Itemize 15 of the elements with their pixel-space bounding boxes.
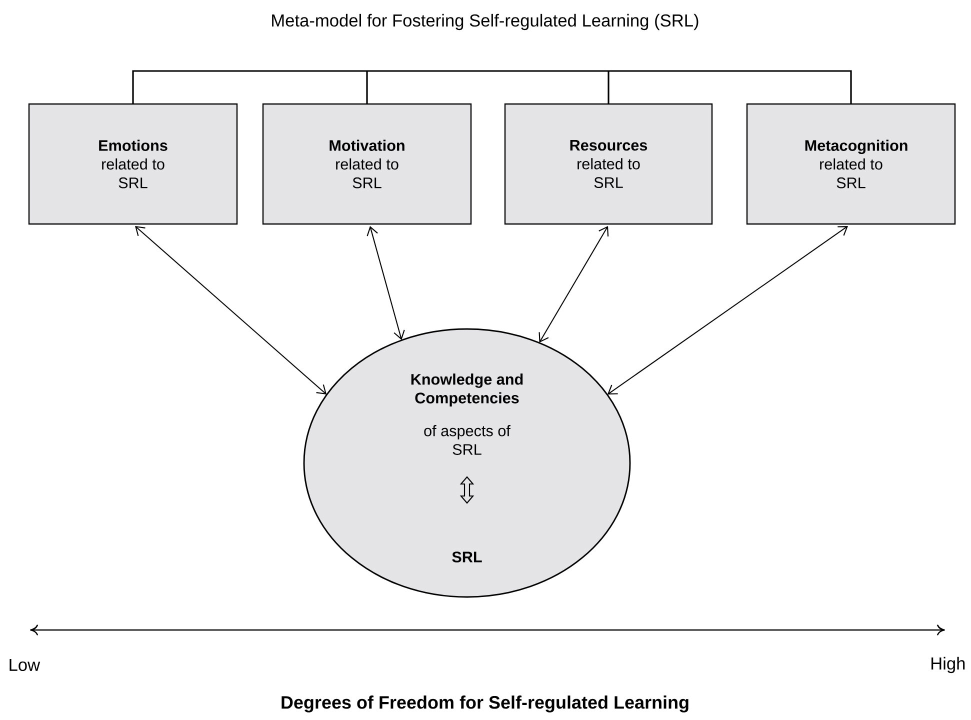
concept-box: Metacognition related to SRL [746,103,956,225]
scale-label: High [932,656,965,674]
title: Meta-model for Fostering Self-regulated Learning (SRL) [272,14,698,30]
axis-caption: Degrees of Freedom for Self-regulated Learning [282,696,688,712]
scale-label: Low [10,658,40,672]
arrow [366,226,405,340]
ellipse-text: Knowledge and Competencies [411,374,523,406]
ellipse-text: SRL [452,552,482,562]
arrow [538,226,609,343]
ellipse-text: of aspects of SRL [424,425,510,455]
concept-box: Motivation related to SRL [262,103,472,225]
concept-box: Resources related to SRL [504,103,713,225]
arrow [135,226,327,394]
arrow [607,226,848,394]
concept-box: Emotions related to SRL [28,103,238,225]
